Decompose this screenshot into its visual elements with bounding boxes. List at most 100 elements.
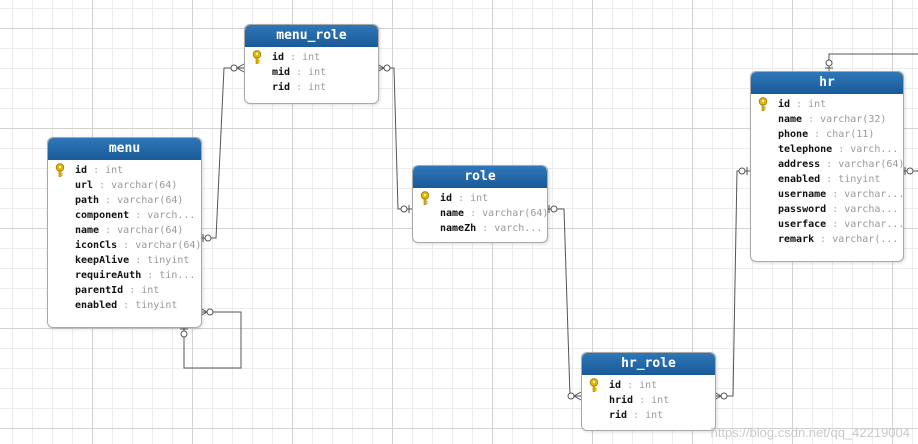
field-type: varch... xyxy=(147,210,196,221)
field-row: iconCls : varchar(64) xyxy=(48,238,201,253)
hr-role-rid-end-ring xyxy=(567,392,575,400)
field-type: int xyxy=(470,193,489,204)
field-name: id xyxy=(440,193,453,204)
field-name: enabled xyxy=(75,300,118,311)
primary-key-icon xyxy=(251,50,263,64)
field-type: varchar(64) xyxy=(111,180,178,191)
field-separator: : xyxy=(464,208,483,219)
field-separator: : xyxy=(129,255,148,266)
field-name: requireAuth xyxy=(75,270,142,281)
relation-menu-role-role xyxy=(377,67,412,210)
field-row: phone : char(11) xyxy=(751,127,903,142)
field-row: parentId : int xyxy=(48,283,201,298)
field-separator: : xyxy=(802,114,821,125)
entity-title: hr xyxy=(751,72,903,94)
field-type: varchar(64) xyxy=(482,208,548,219)
entity-title: menu xyxy=(48,138,201,160)
field-separator: : xyxy=(621,380,640,391)
menu-role-rid-end-ring xyxy=(383,64,391,72)
field-type: tin... xyxy=(159,270,196,281)
primary-key-icon xyxy=(419,191,431,205)
field-name: path xyxy=(75,195,100,206)
hr-offcanvas-right-end-ring xyxy=(906,167,914,175)
menu-self-id-end-ring xyxy=(180,330,188,338)
field-separator: : xyxy=(820,174,839,185)
field-name: phone xyxy=(778,129,809,140)
menu-role-mid-end-crow xyxy=(235,63,245,73)
entity-title: role xyxy=(413,166,547,188)
field-name: password xyxy=(778,204,827,215)
field-type: varchar... xyxy=(844,189,904,200)
field-row: password : varcha... xyxy=(751,202,903,217)
field-row: keepAlive : tinyint xyxy=(48,253,201,268)
field-row: id : int xyxy=(582,378,715,393)
field-name: remark xyxy=(778,234,815,245)
field-row: enabled : tinyint xyxy=(48,298,201,313)
field-row: path : varchar(64) xyxy=(48,193,201,208)
field-separator: : xyxy=(93,180,112,191)
field-row: name : varchar(32) xyxy=(751,112,903,127)
menu-parent-end-ring xyxy=(206,308,214,316)
field-separator: : xyxy=(141,270,160,281)
role-id-end-2-ring xyxy=(550,205,558,213)
field-name: telephone xyxy=(778,144,833,155)
relation-menu-role-menu xyxy=(200,67,244,239)
field-name: hrid xyxy=(609,395,634,406)
field-row: url : varchar(64) xyxy=(48,178,201,193)
field-name: parentId xyxy=(75,285,124,296)
field-type: int xyxy=(105,165,124,176)
field-type: varchar(... xyxy=(832,234,899,245)
field-row: remark : varchar(... xyxy=(751,232,903,247)
field-name: iconCls xyxy=(75,240,118,251)
field-type: tinyint xyxy=(838,174,881,185)
menu-role-mid-end-ring xyxy=(230,64,238,72)
field-row: name : varchar(64) xyxy=(413,206,547,221)
field-row: telephone : varch... xyxy=(751,142,903,157)
relation-hr-role-role xyxy=(546,208,581,397)
field-separator: : xyxy=(627,410,646,421)
field-row: hrid : int xyxy=(582,393,715,408)
field-separator: : xyxy=(808,129,827,140)
field-type: varchar(64) xyxy=(135,240,202,251)
field-name: keepAlive xyxy=(75,255,130,266)
field-name: id xyxy=(609,380,622,391)
role-id-end-1-ring xyxy=(400,205,408,213)
field-type: int xyxy=(141,285,160,296)
primary-key-icon xyxy=(588,378,600,392)
field-separator: : xyxy=(820,159,839,170)
field-type: varch... xyxy=(494,223,543,234)
field-separator: : xyxy=(129,210,148,221)
field-type: tinyint xyxy=(147,255,190,266)
field-row: nameZh : varch... xyxy=(413,221,547,236)
field-name: enabled xyxy=(778,174,821,185)
field-row: id : int xyxy=(413,191,547,206)
field-separator: : xyxy=(290,67,309,78)
entity-title: hr_role xyxy=(582,353,715,375)
field-separator: : xyxy=(790,99,809,110)
field-type: int xyxy=(639,380,658,391)
field-name: component xyxy=(75,210,130,221)
field-row: requireAuth : tin... xyxy=(48,268,201,283)
field-separator: : xyxy=(826,204,845,215)
field-name: name xyxy=(75,225,100,236)
field-row: rid : int xyxy=(245,80,378,95)
field-separator: : xyxy=(832,144,851,155)
field-type: varchar(64) xyxy=(117,195,184,206)
field-type: char(11) xyxy=(826,129,875,140)
field-name: address xyxy=(778,159,821,170)
field-name: nameZh xyxy=(440,223,477,234)
primary-key-icon xyxy=(54,163,66,177)
field-row: id : int xyxy=(751,97,903,112)
field-name: id xyxy=(272,52,285,63)
field-separator: : xyxy=(452,193,471,204)
